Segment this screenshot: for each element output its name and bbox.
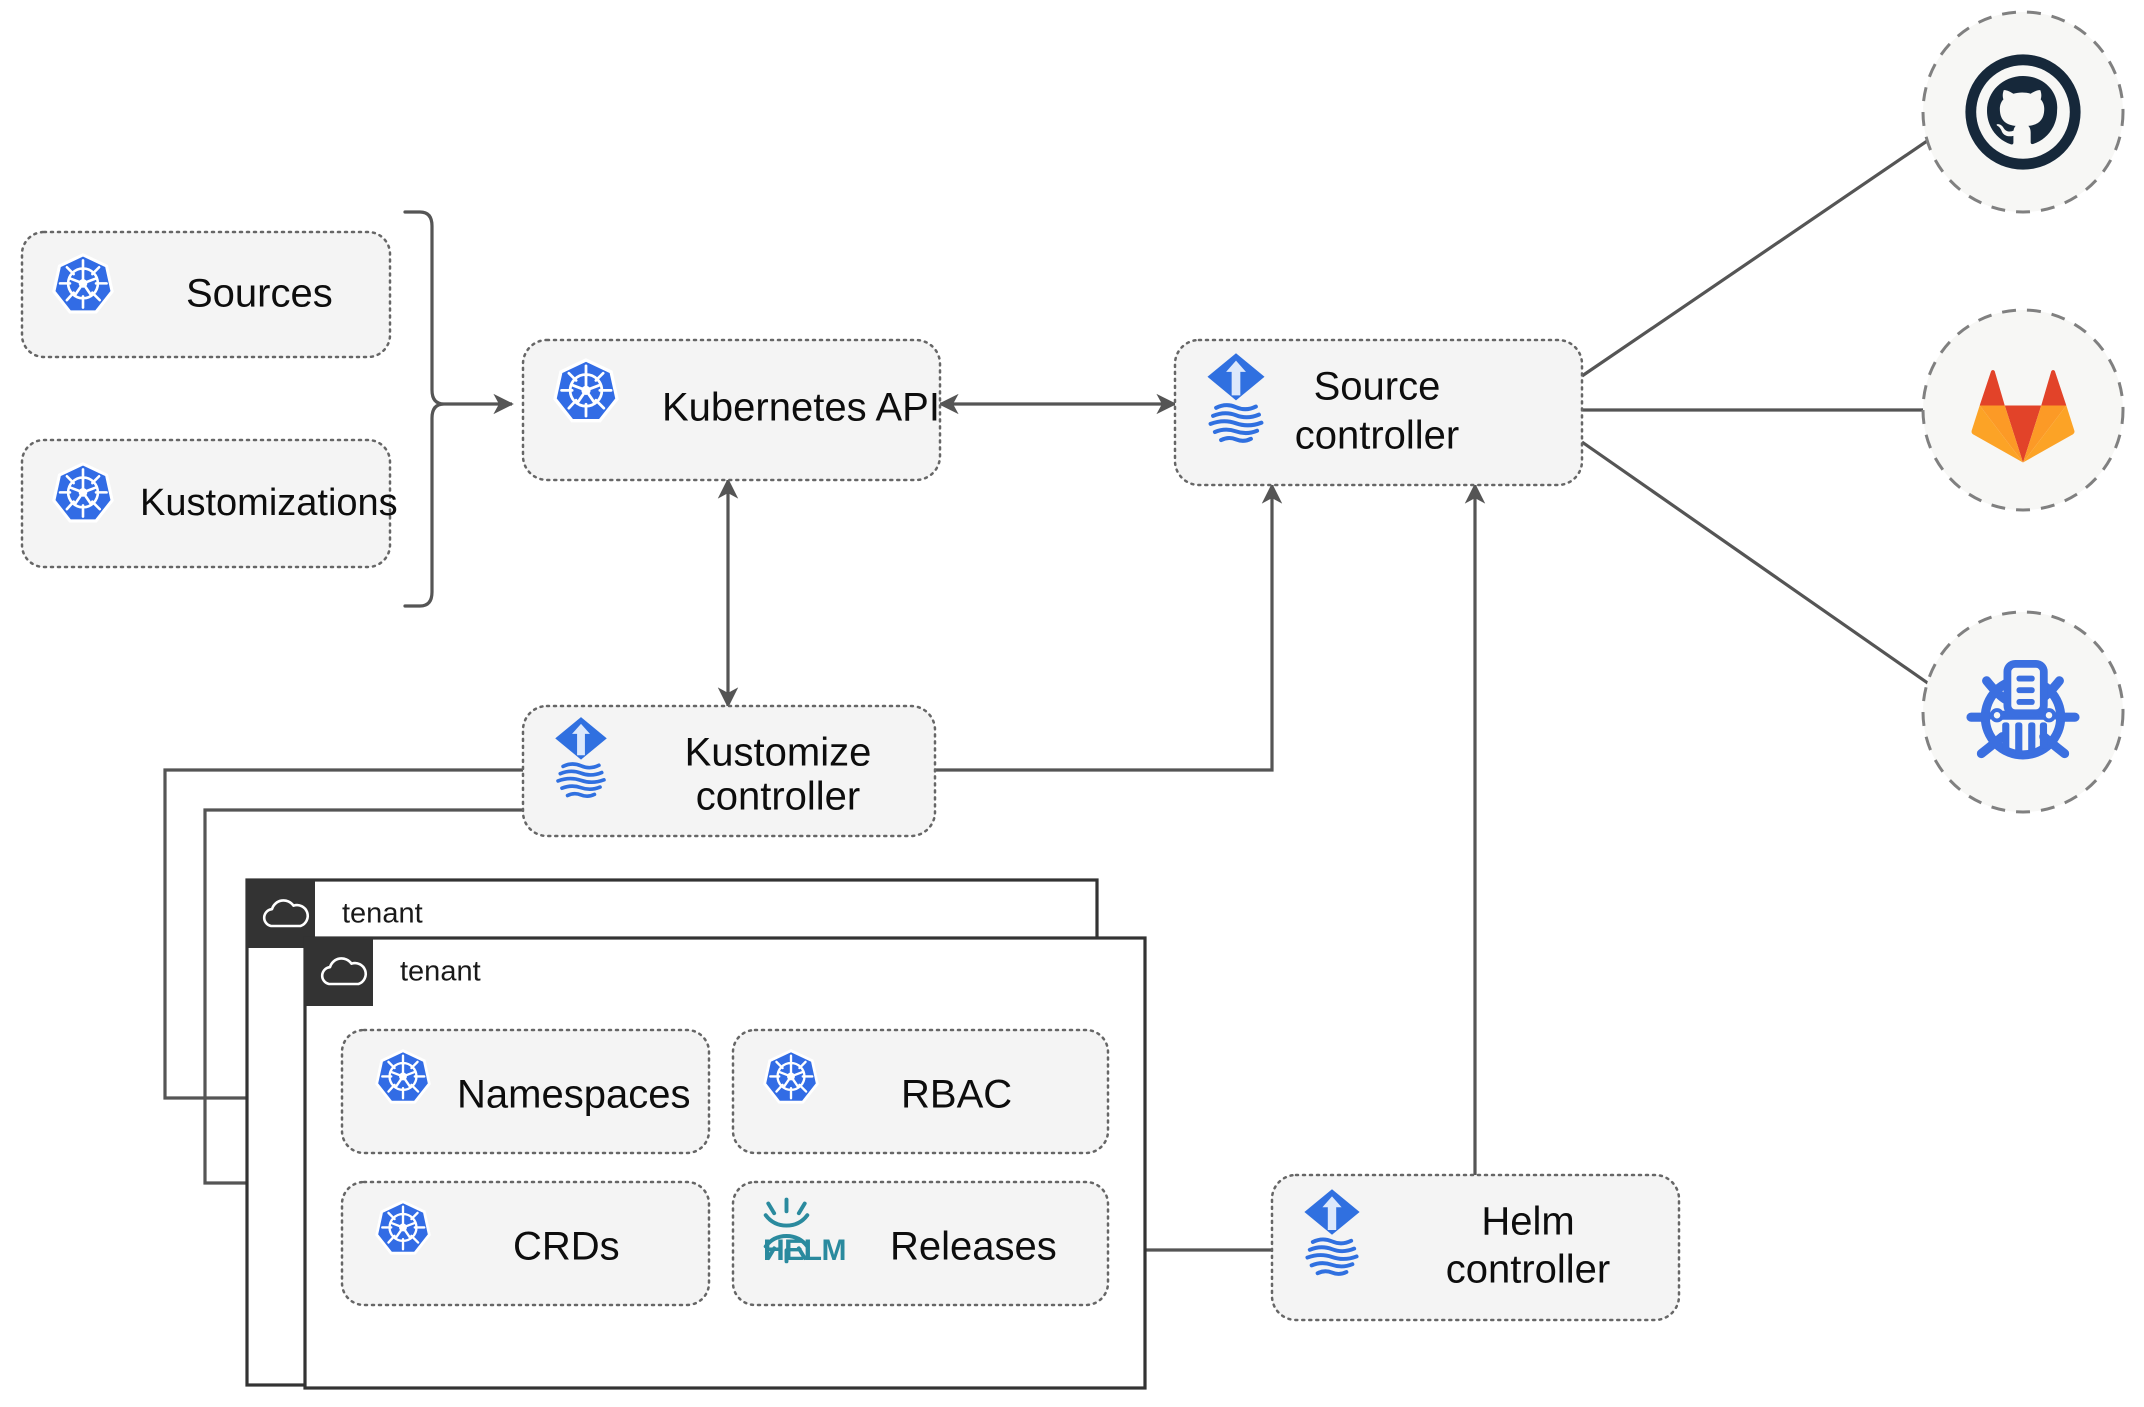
- external-sources-group: [1921, 10, 2125, 814]
- external-source-helm-repository[interactable]: [1921, 610, 2125, 814]
- node-kustomize-controller[interactable]: Kustomize controller: [521, 704, 937, 838]
- external-source-gitlab[interactable]: [1921, 308, 2125, 512]
- github-icon: [1965, 54, 2081, 170]
- kubernetes-icon: [52, 253, 114, 314]
- tenant-box-front[interactable]: tenant: [303, 936, 1147, 1390]
- edge-kustomize-to-tenant-back: [163, 768, 523, 1109]
- node-label-kustomize-controller-line2: controller: [696, 775, 861, 819]
- tenant-resources-group: Namespaces RBAC CRDs HELM Releases: [340, 1028, 1110, 1307]
- node-helm-controller[interactable]: Helm controller: [1270, 1173, 1681, 1322]
- node-kubernetes-api[interactable]: Kubernetes API: [521, 338, 942, 482]
- edge-source-to-helm-repository: [1581, 440, 1954, 702]
- node-label-source-controller-line2: controller: [1295, 414, 1460, 458]
- node-label-kubernetes-api: Kubernetes API: [662, 386, 940, 430]
- kubernetes-icon: [375, 1200, 431, 1255]
- helm-wordmark: HELM: [763, 1234, 846, 1267]
- tenant-resource-label-crds: CRDs: [513, 1225, 620, 1269]
- resources-brace: [403, 210, 445, 608]
- kubernetes-icon: [52, 462, 114, 523]
- tenant-resource-rbac[interactable]: RBAC: [731, 1028, 1110, 1155]
- kubernetes-icon: [763, 1049, 819, 1104]
- node-source-controller[interactable]: Source controller: [1173, 338, 1584, 487]
- kubernetes-icon: [375, 1049, 431, 1104]
- edge-kustomize-to-source-controller: [935, 483, 1283, 772]
- tenant-resource-releases[interactable]: HELM Releases: [731, 1180, 1110, 1307]
- resources-group: Sources Kustomizations: [20, 230, 398, 569]
- node-label-kustomize-controller-line1: Kustomize: [685, 731, 872, 775]
- node-label-helm-controller-line2: controller: [1446, 1248, 1611, 1292]
- edges-layer: [163, 122, 1954, 1261]
- tenant-label-front: tenant: [400, 956, 481, 988]
- resource-box-kustomizations[interactable]: Kustomizations: [20, 438, 398, 569]
- tenant-resource-namespaces[interactable]: Namespaces: [340, 1028, 711, 1155]
- tenant-resource-label-releases: Releases: [890, 1225, 1057, 1269]
- tenant-resource-label-rbac: RBAC: [901, 1073, 1012, 1117]
- node-label-helm-controller-line1: Helm: [1481, 1200, 1574, 1244]
- external-source-github[interactable]: [1921, 10, 2125, 214]
- kubernetes-icon: [553, 358, 619, 423]
- tenant-resource-label-namespaces: Namespaces: [457, 1073, 690, 1117]
- tenant-resource-crds[interactable]: CRDs: [340, 1180, 711, 1307]
- tenant-tab-front: [305, 938, 373, 1006]
- resource-label-kustomizations: Kustomizations: [140, 482, 398, 524]
- tenant-label-back: tenant: [342, 898, 423, 930]
- resource-label-sources: Sources: [186, 272, 333, 316]
- node-label-source-controller-line1: Source: [1314, 365, 1441, 409]
- edge-source-to-github: [1581, 122, 1954, 378]
- resource-box-sources[interactable]: Sources: [20, 230, 392, 359]
